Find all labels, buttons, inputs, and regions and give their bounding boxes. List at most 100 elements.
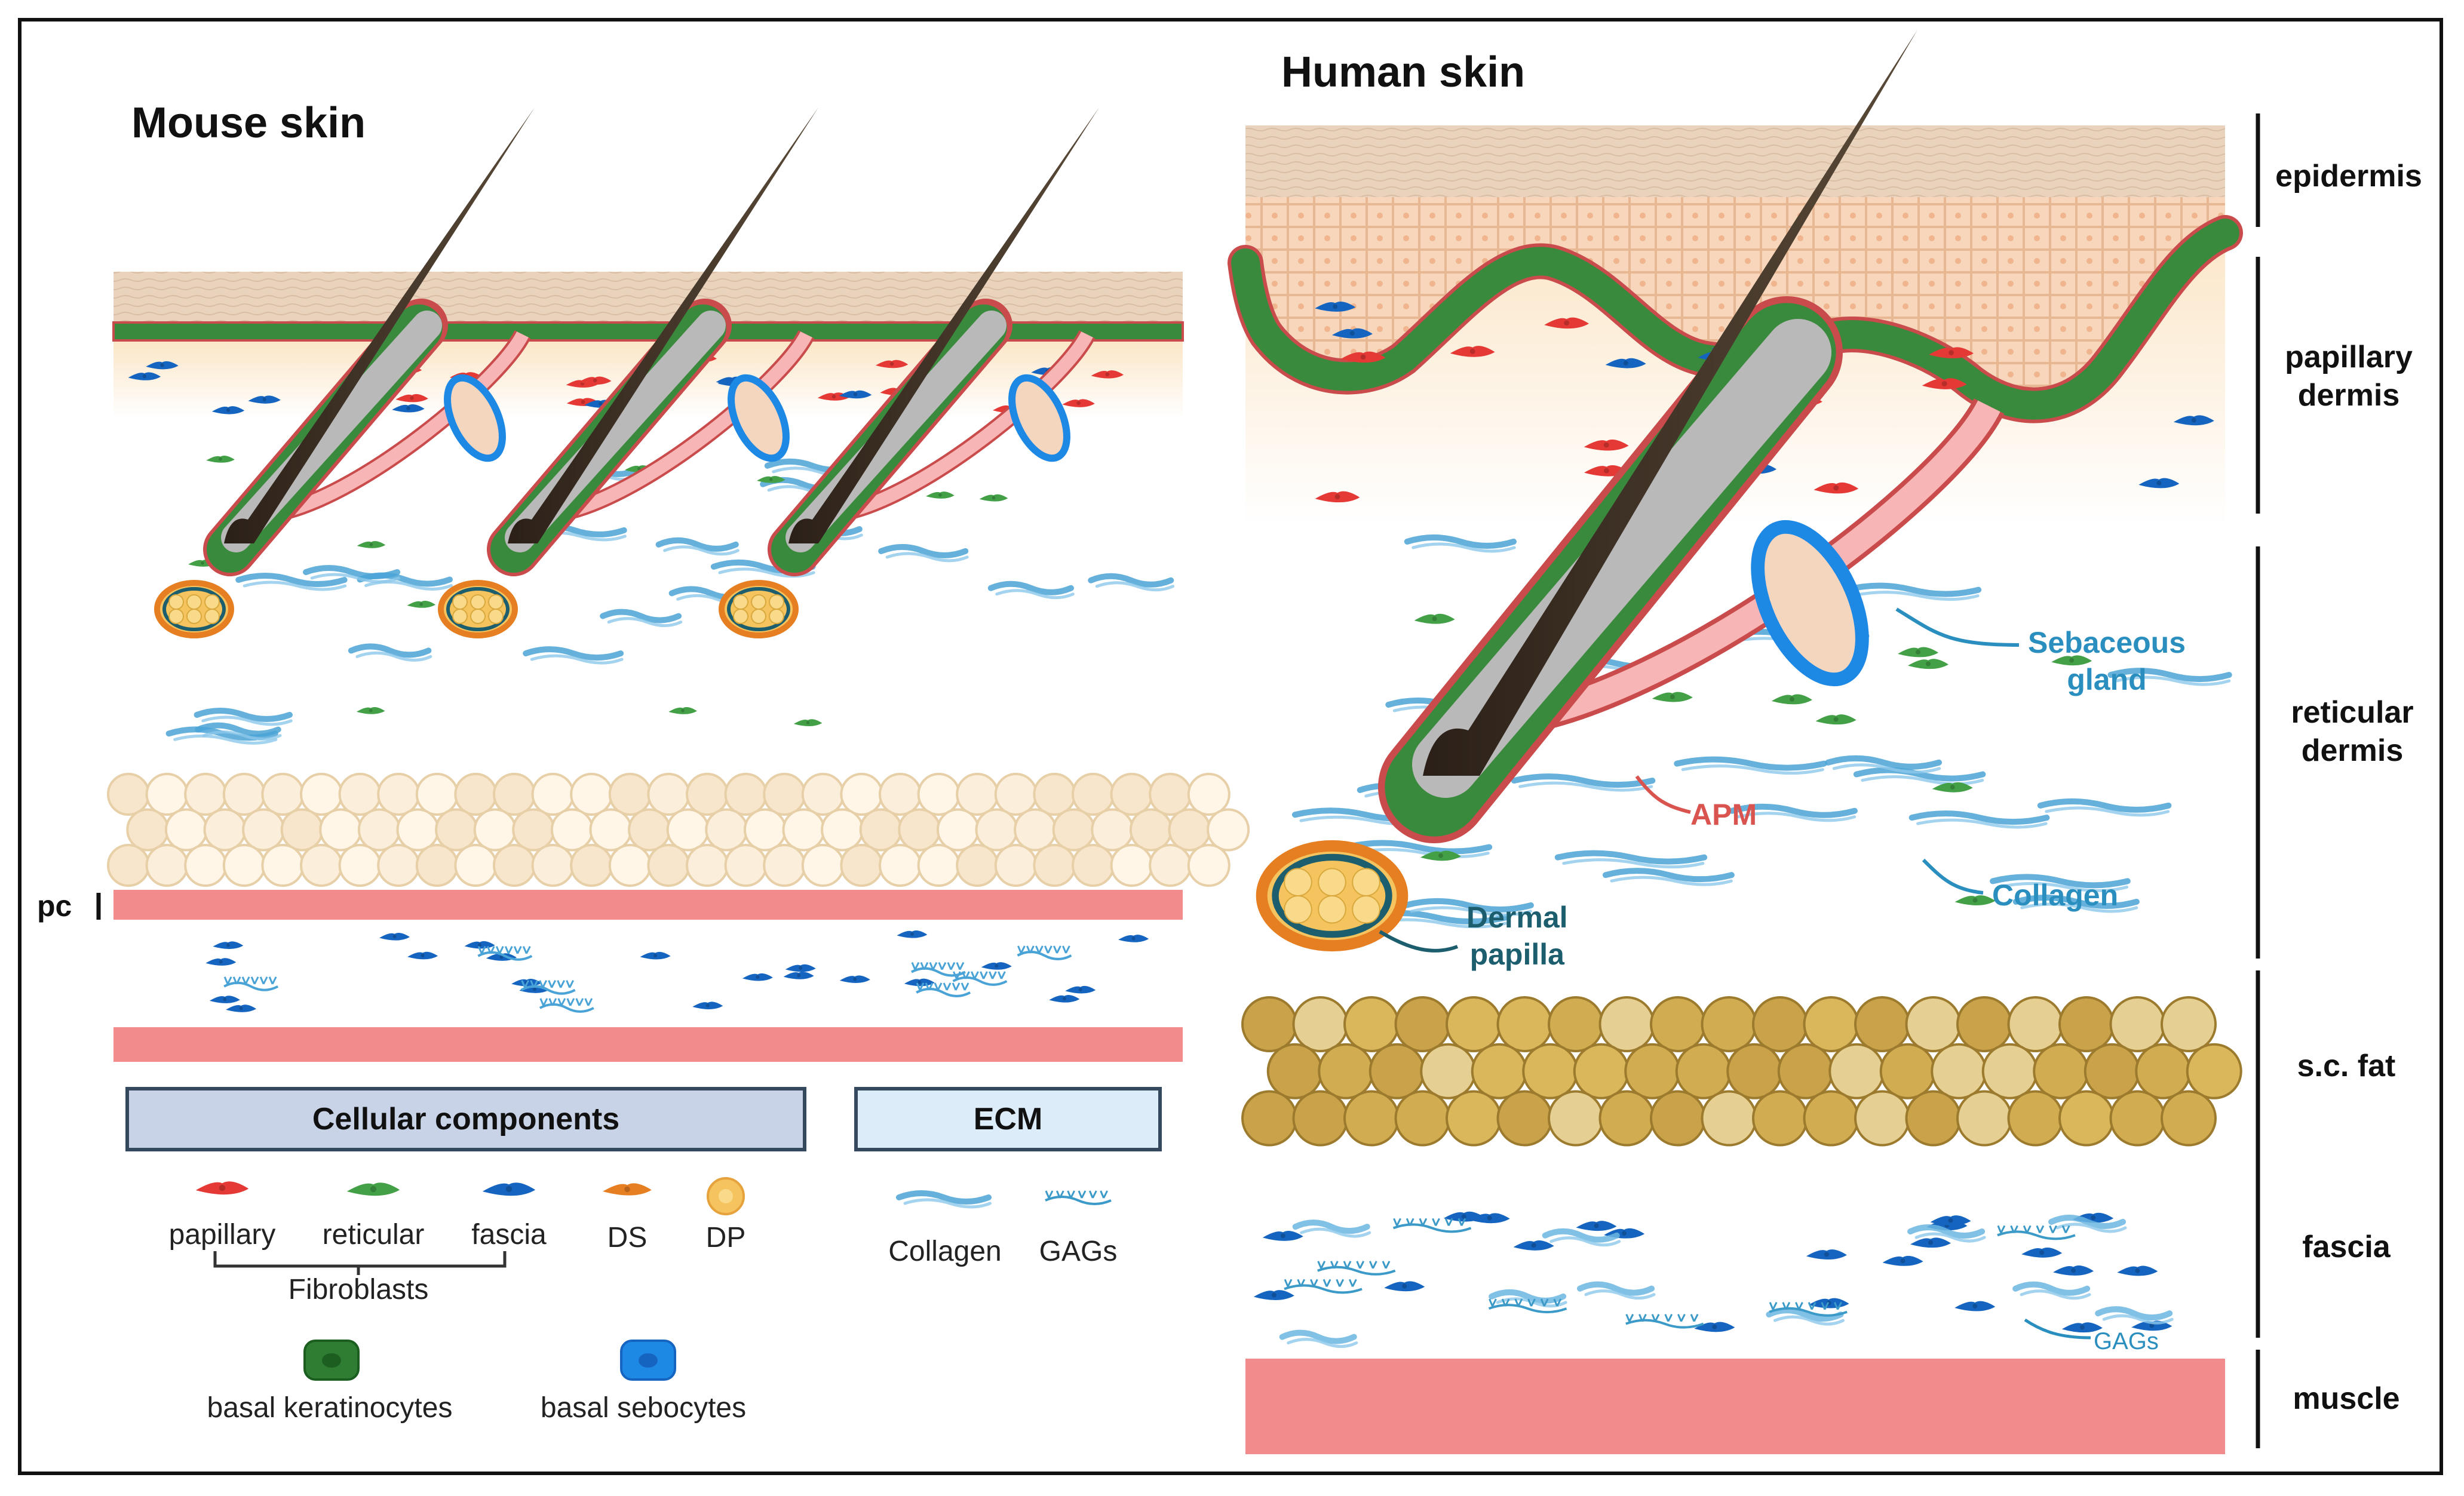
fibroblast-nucleus bbox=[1928, 1240, 1934, 1245]
fat-cell bbox=[1187, 773, 1231, 816]
gag-branch bbox=[1406, 1218, 1414, 1227]
sebaceous-gland bbox=[1008, 374, 1070, 462]
fat-cell bbox=[1956, 1090, 2012, 1147]
fibroblast-cell bbox=[1815, 714, 1857, 725]
gag-branch bbox=[938, 962, 947, 970]
fat-cell bbox=[1072, 773, 1115, 816]
fibroblast-nucleus bbox=[532, 987, 536, 991]
fat-cell bbox=[1343, 1090, 1400, 1147]
fibroblast-cell bbox=[1118, 935, 1149, 942]
fat-cell bbox=[994, 844, 1038, 887]
legend-label-reticular: reticular bbox=[322, 1219, 425, 1251]
fibroblast-nucleus bbox=[369, 708, 373, 712]
fat-cell bbox=[242, 808, 286, 852]
dp-cell bbox=[1318, 895, 1346, 924]
fat-cell bbox=[1446, 1090, 1502, 1147]
gag-branch bbox=[1808, 1302, 1816, 1310]
fibroblast-cell bbox=[226, 1004, 257, 1012]
fat-cell bbox=[917, 773, 961, 816]
gag-branch bbox=[929, 962, 938, 970]
fat-cell bbox=[589, 808, 633, 852]
collagen-fiber bbox=[2048, 1215, 2127, 1229]
gag-branch bbox=[934, 982, 943, 991]
fibroblast-cell bbox=[209, 996, 240, 1003]
gag-branch bbox=[1055, 1190, 1064, 1199]
fibroblast-cell bbox=[2051, 655, 2092, 666]
fibroblast-nucleus bbox=[1950, 785, 1955, 790]
fibroblast-nucleus bbox=[1603, 468, 1609, 474]
fibroblast-nucleus bbox=[1833, 717, 1839, 722]
fibroblast-cell bbox=[1922, 378, 1967, 389]
collagen-fiber bbox=[243, 580, 347, 591]
human-stratum-corneum bbox=[1245, 125, 2225, 197]
gag-branch bbox=[1514, 1298, 1523, 1307]
dp-legend-nucleus bbox=[719, 1189, 733, 1203]
fat-cell bbox=[377, 844, 421, 887]
fibroblast-cell bbox=[346, 1182, 400, 1196]
human-epidermis bbox=[1245, 197, 2225, 406]
collagen-fiber bbox=[1542, 1228, 1620, 1243]
fibroblast-nucleus bbox=[499, 955, 504, 959]
fat-cell bbox=[145, 844, 189, 887]
gag-chain bbox=[911, 967, 966, 977]
fat-cell bbox=[493, 773, 536, 816]
fibroblast-nucleus bbox=[2149, 1323, 2155, 1328]
fibroblast-nucleus bbox=[239, 1006, 243, 1010]
collagen-fiber bbox=[1410, 906, 1532, 917]
fibroblast-nucleus bbox=[1900, 1258, 1905, 1264]
legend-label-papillary: papillary bbox=[168, 1219, 276, 1251]
fibroblast-cell bbox=[1443, 1211, 1484, 1222]
dermal-papilla-leader-line bbox=[1379, 930, 1459, 953]
mouse-muscle bbox=[113, 1027, 1183, 1062]
gag-branch bbox=[1795, 1302, 1803, 1310]
fibroblast-nucleus bbox=[1972, 898, 1978, 903]
fibroblast-nucleus bbox=[853, 977, 857, 981]
collagen-fiber bbox=[173, 734, 278, 745]
gag-chain bbox=[1392, 1223, 1472, 1233]
fibroblast-nucleus bbox=[797, 973, 801, 978]
gag-branch bbox=[566, 980, 574, 988]
fat-cell bbox=[2058, 1090, 2115, 1147]
fibroblast-nucleus bbox=[219, 1184, 226, 1191]
gag-branch bbox=[916, 982, 925, 991]
gag-branch bbox=[1078, 1190, 1087, 1199]
fat-cell bbox=[1033, 773, 1076, 816]
fat-cell bbox=[107, 773, 150, 816]
gag-branch bbox=[1393, 1218, 1401, 1227]
collagen-fiber bbox=[355, 651, 432, 662]
dp-cell bbox=[733, 609, 748, 624]
mouse-fascia-layer bbox=[205, 930, 1149, 1013]
fibroblast-nucleus bbox=[938, 493, 942, 497]
fibroblast-cell bbox=[839, 975, 870, 983]
collagen-fiber bbox=[1577, 1281, 1655, 1296]
fibroblast-nucleus bbox=[1789, 696, 1794, 702]
fibroblast-nucleus bbox=[806, 721, 810, 724]
collagen-fiber bbox=[235, 572, 348, 587]
fat-cell bbox=[2083, 1043, 2140, 1099]
fat-cell bbox=[936, 808, 980, 852]
fat-cell bbox=[1266, 1043, 1323, 1099]
fat-cell bbox=[1777, 1043, 1834, 1099]
gag-branch bbox=[1284, 1279, 1293, 1288]
legend-ecm-header: ECM bbox=[854, 1087, 1162, 1151]
fat-cell bbox=[917, 844, 961, 887]
gag-branch bbox=[952, 982, 961, 991]
mouse-skin-panel bbox=[107, 107, 1250, 1062]
fat-cell bbox=[1931, 1043, 1987, 1099]
collagen-fiber bbox=[1404, 534, 1517, 549]
collagen-fiber bbox=[1990, 874, 2131, 889]
layer-brackets bbox=[96, 113, 2260, 1448]
collagen-leader-line bbox=[1922, 858, 1984, 895]
fat-cell bbox=[1854, 996, 1910, 1052]
fibroblast-nucleus bbox=[756, 975, 760, 979]
fat-cell bbox=[2109, 1090, 2166, 1147]
fibroblast-nucleus bbox=[1623, 361, 1628, 366]
fat-cell bbox=[1033, 844, 1076, 887]
collagen-fiber bbox=[1554, 850, 1708, 865]
fat-cell bbox=[724, 844, 768, 887]
fibroblast-nucleus bbox=[1438, 853, 1443, 858]
collagen-fiber bbox=[201, 715, 293, 726]
fat-cell bbox=[300, 844, 343, 887]
fat-cell bbox=[1548, 996, 1604, 1052]
fat-cell bbox=[1446, 996, 1502, 1052]
